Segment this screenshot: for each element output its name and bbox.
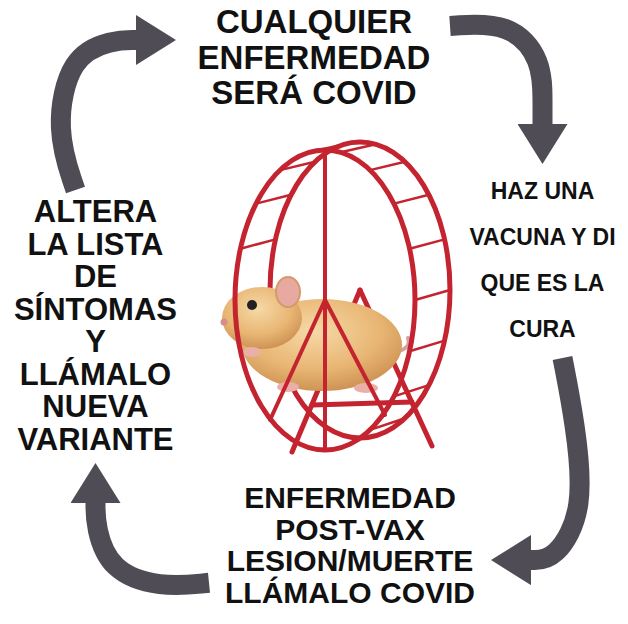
wheel-rim	[235, 150, 415, 450]
hamster-paw	[243, 347, 261, 357]
cycle-arrow	[450, 25, 543, 124]
wheel-rung	[240, 239, 275, 248]
wheel-rung	[410, 239, 445, 248]
step-text: CUALQUIER ENFERMEDAD SERÁ COVID	[182, 4, 446, 111]
step-text: HAZ UNA VACUNA Y DI QUE ES LA CURA	[462, 168, 623, 352]
hamster-nose	[221, 319, 228, 326]
cycle-step: HAZ UNA VACUNA Y DI QUE ES LA CURA	[462, 168, 623, 352]
wheel-spoke	[325, 300, 385, 415]
cycle-step: ALTERA LA LISTA DE SÍNTOMAS Y LLÁMALO NU…	[11, 196, 180, 457]
hamster-ear	[276, 277, 300, 307]
wheel-rung	[341, 144, 376, 152]
hamster-eye	[247, 300, 257, 310]
wheel-spoke	[270, 300, 325, 420]
cycle-step: CUALQUIER ENFERMEDAD SERÁ COVID	[182, 4, 446, 111]
cycle-arrow	[531, 358, 580, 560]
wheel-rung	[394, 195, 429, 204]
wheel-rung	[410, 341, 445, 352]
wheel-rim	[270, 142, 450, 438]
cycle-arrow	[61, 40, 136, 190]
cycle-step: ENFERMEDAD POST-VAX LESION/MUERTE LLÁMAL…	[215, 482, 485, 608]
cycle-arrow	[96, 503, 210, 585]
wheel-rung	[370, 162, 405, 170]
step-text: ENFERMEDAD POST-VAX LESION/MUERTE LLÁMAL…	[215, 482, 485, 608]
wheel-rung	[415, 290, 450, 300]
wheel-front	[235, 150, 415, 450]
step-text: ALTERA LA LISTA DE SÍNTOMAS Y LLÁMALO NU…	[11, 196, 180, 456]
